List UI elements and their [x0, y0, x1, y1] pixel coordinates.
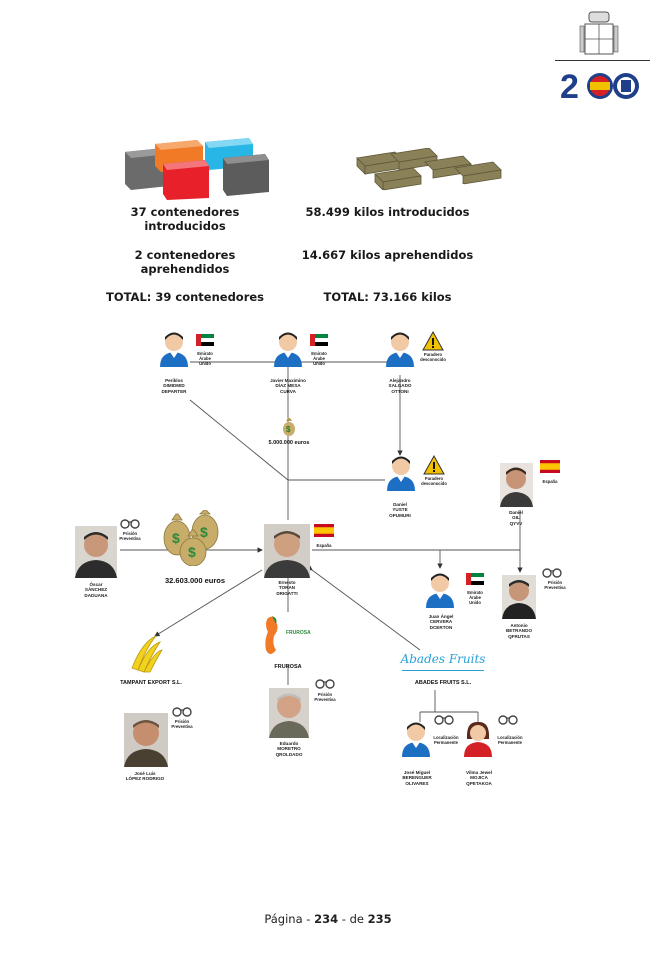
money-amount-large: 32.603.000 euros [164, 576, 226, 585]
footer-prefix: Página - [264, 912, 315, 926]
uae-flag-icon [466, 572, 484, 585]
person-name: Daniel GIL QYVV [509, 510, 523, 526]
containers-illustration [125, 138, 270, 200]
person-photo [500, 463, 533, 507]
person-name: Javier Maximino DÍAZ MESA CURVA [270, 378, 306, 394]
person-note: Prisión Preventiva [544, 580, 566, 590]
spain-flag-icon [314, 524, 334, 537]
person-name: Eduardo MORETRO QROLDADO [275, 741, 303, 757]
svg-text:$: $ [200, 524, 208, 540]
money-amount-small: 5.000.000 euros [268, 440, 310, 446]
footer-page-number: 234 [314, 912, 339, 926]
svg-text:$: $ [286, 425, 291, 434]
bananas-icon [128, 634, 164, 674]
handcuffs-icon [498, 712, 518, 725]
person-note: Localización Permanente [497, 735, 523, 745]
uae-flag-icon [196, 333, 214, 346]
containers-introduced-text: 37 contenedores introducidos [130, 205, 240, 233]
money-bags-icon: $$$ [162, 509, 224, 567]
person-photo [269, 688, 309, 738]
company-name: FRUROSA [274, 664, 302, 670]
person-note: Paradero desconocido [421, 476, 447, 486]
person-note: España [542, 479, 558, 484]
handcuffs-icon [434, 712, 454, 725]
uae-flag-icon [310, 333, 328, 346]
frurosa-logo: FRUROSA [262, 614, 320, 662]
person-note: Emirato Árabe Unido [197, 351, 213, 366]
person-note: España [316, 543, 332, 548]
coat-of-arms-icon [579, 8, 619, 56]
header-rule [555, 60, 650, 61]
person-avatar-icon [384, 331, 416, 367]
person-name: Óscar SÁNCHEZ DADUANA [84, 582, 108, 598]
svg-text:2: 2 [560, 68, 579, 106]
person-photo [75, 526, 117, 578]
handcuffs-icon [172, 704, 192, 717]
containers-seized-text: 2 contenedores aprehendidos [134, 248, 236, 276]
footer-mid: - de [338, 912, 368, 926]
abades-logo: Abades Fruits [400, 652, 486, 666]
person-note: Paradero desconocido [420, 352, 446, 362]
person-note: Prisión Preventiva [171, 719, 193, 729]
person-name: Periklos DIMIDMID DEPARTER [161, 378, 187, 394]
person-name: Juan Ángel CERVERA DCERTON [428, 614, 454, 630]
frurosa-logo-text: FRUROSA [286, 630, 311, 636]
person-avatar-icon [158, 331, 190, 367]
person-note: Emirato Árabe Unido [311, 351, 327, 366]
person-name: Daniel YUSTE OPUMURI [389, 502, 411, 518]
person-note: Emirato Árabe Unido [467, 590, 483, 605]
kilos-seized-text: 14.667 kilos aprehendidos [301, 248, 474, 262]
person-note: Prisión Preventiva [119, 531, 141, 541]
person-note: Prisión Preventiva [314, 692, 336, 702]
person-photo [264, 524, 310, 578]
containers-total-text: TOTAL: 39 contenedores [105, 290, 265, 304]
page-footer: Página - 234 - de 235 [0, 912, 656, 926]
person-name: Antonio BETRANDO QFRUTAS [505, 623, 533, 639]
handcuffs-icon [120, 516, 140, 529]
person-name: José Luis LÓPEZ RODRIGO [125, 771, 165, 782]
kilos-total-text: TOTAL: 73.166 kilos [323, 290, 452, 304]
company-name: TAMPANT EXPORT S.L. [120, 680, 182, 686]
warning-icon [423, 454, 445, 475]
person-avatar-icon [424, 572, 456, 608]
person-avatar-female-icon [462, 721, 494, 757]
person-avatar-icon [385, 455, 417, 491]
handcuffs-icon [315, 676, 335, 689]
person-note: Localización Permanente [433, 735, 459, 745]
spain-flag-icon [540, 460, 560, 473]
person-avatar-icon [272, 331, 304, 367]
person-name: Ernesto TORAN DRIGATTI [276, 580, 298, 596]
person-avatar-icon [400, 721, 432, 757]
svg-text:$: $ [172, 530, 180, 546]
person-photo [124, 713, 168, 767]
drug-bricks-illustration [355, 147, 505, 196]
footer-total-pages: 235 [367, 912, 392, 926]
handcuffs-icon [542, 565, 562, 578]
anniversary-logo: 2 200 [560, 66, 646, 106]
money-bag-icon: $ [282, 416, 296, 436]
kilos-introduced-text: 58.499 kilos introducidos [305, 205, 470, 219]
person-photo [502, 575, 536, 619]
person-name: Alejandro SALGADO OTTONI [388, 378, 412, 394]
person-name: José Miguel BERENGUER OLIVARES [402, 770, 432, 786]
warning-icon [422, 330, 444, 351]
person-name: Vilma Jewel MOJICA QPETAKOA [466, 770, 492, 786]
abades-logo-rule [402, 670, 484, 671]
svg-text:$: $ [188, 544, 196, 560]
company-name: ABADES FRUITS S.L. [414, 680, 472, 686]
